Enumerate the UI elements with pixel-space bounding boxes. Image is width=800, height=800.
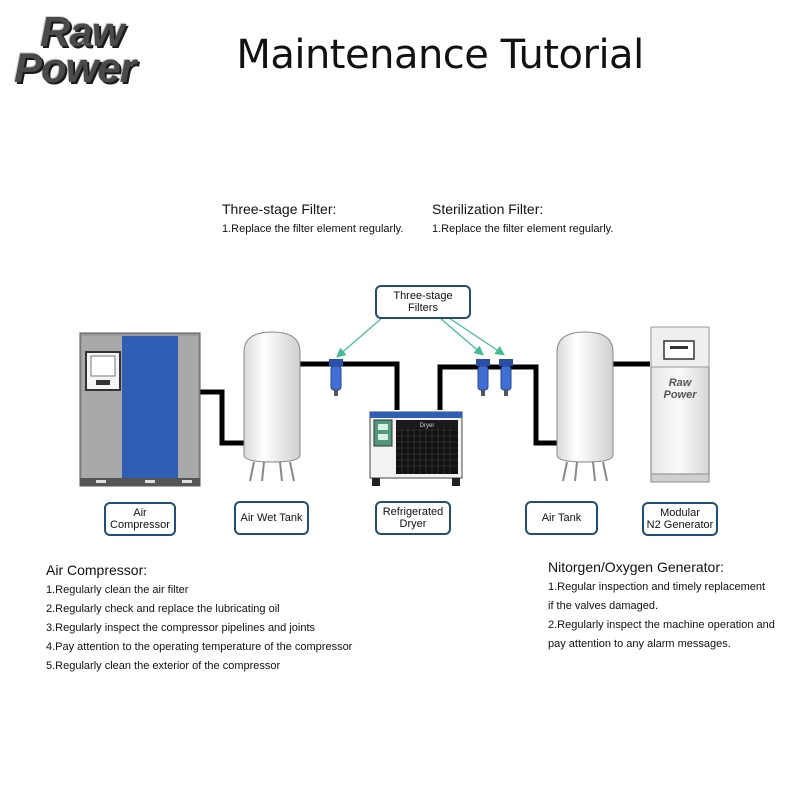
three-stage-filter-item: 1.Replace the filter element regularly.	[222, 223, 404, 235]
generator-logo-line-2: Power	[663, 389, 697, 401]
n2-generator-unit	[650, 326, 710, 483]
list-item: 2.Regularly inspect the machine operatio…	[548, 619, 775, 631]
three-stage-filter-notes: Three-stage Filter: 1.Replace the filter…	[222, 201, 403, 235]
air-compressor-notes: Air Compressor: 1.Regularly clean the ai…	[46, 562, 352, 676]
list-item: 5.Regularly clean the exterior of the co…	[46, 660, 281, 672]
callout-line-2: Filters	[408, 302, 438, 314]
list-item: pay attention to any alarm messages.	[548, 638, 731, 650]
three-stage-filter-heading: Three-stage Filter:	[222, 201, 337, 217]
label-line-1: Air Tank	[541, 512, 582, 524]
list-item: 3.Regularly inspect the compressor pipel…	[46, 622, 316, 634]
sterilization-filter-item: 1.Replace the filter element regularly.	[432, 223, 614, 235]
arrow-to-sterilization-filter-1	[439, 317, 484, 356]
label-refrigerated-dryer: Refrigerated Dryer	[375, 501, 451, 535]
air-tank-unit	[556, 331, 614, 482]
air-compressor-heading: Air Compressor:	[46, 562, 148, 578]
sterilization-filter-units	[476, 359, 513, 396]
label-air-wet-tank: Air Wet Tank	[234, 501, 309, 535]
list-item: if the valves damaged.	[548, 600, 659, 612]
arrow-to-sterilization-filter-2	[445, 315, 505, 356]
label-line-2: Dryer	[399, 518, 427, 530]
label-line-2: N2 Generator	[646, 519, 714, 531]
generator-heading: Nitorgen/Oxygen Generator:	[548, 559, 724, 575]
label-line-2: Compressor	[110, 519, 170, 531]
label-air-tank: Air Tank	[525, 501, 598, 535]
air-compressor-unit	[79, 332, 201, 487]
page-title: Maintenance Tutorial	[236, 32, 644, 78]
brand-logo: Raw Power	[14, 8, 184, 100]
three-stage-filters-callout: Three-stage Filters	[375, 285, 471, 319]
dryer-panel-label: Dryer	[420, 423, 435, 429]
arrow-to-three-stage-filter	[336, 317, 383, 358]
list-item: 1.Regular inspection and timely replacem…	[548, 581, 766, 593]
pipe-dryer-to-filters	[437, 364, 520, 410]
label-line-1: Refrigerated	[382, 506, 444, 518]
generator-logo-line-1: Raw	[669, 377, 693, 389]
label-line-1: Air Wet Tank	[240, 512, 303, 524]
list-item: 4.Pay attention to the operating tempera…	[46, 641, 353, 653]
sterilization-filter-heading: Sterilization Filter:	[432, 201, 544, 217]
sterilization-filter-notes: Sterilization Filter: 1.Replace the filt…	[432, 201, 613, 235]
label-line-1: Modular	[660, 507, 700, 519]
callout-line-1: Three-stage	[393, 290, 453, 302]
list-item: 1.Regularly clean the air filter	[46, 584, 189, 596]
logo-line-1: Raw	[40, 8, 124, 55]
generator-notes: Nitorgen/Oxygen Generator: 1.Regular ins…	[548, 559, 775, 654]
air-wet-tank-unit	[243, 331, 301, 482]
callout-arrows	[336, 315, 505, 358]
list-item: 2.Regularly check and replace the lubric…	[46, 603, 280, 615]
pipe-compressor-to-wet-tank	[200, 389, 246, 446]
label-line-1: Air	[133, 507, 147, 519]
logo-line-2: Power	[14, 44, 136, 91]
pipe-wet-tank-to-dryer	[300, 361, 400, 410]
refrigerated-dryer-unit	[369, 411, 463, 486]
label-air-compressor: Air Compressor	[104, 502, 176, 536]
label-modular-n2-generator: Modular N2 Generator	[642, 502, 718, 536]
three-stage-filter-unit	[329, 359, 343, 396]
pipe-filters-to-air-tank	[520, 364, 558, 446]
